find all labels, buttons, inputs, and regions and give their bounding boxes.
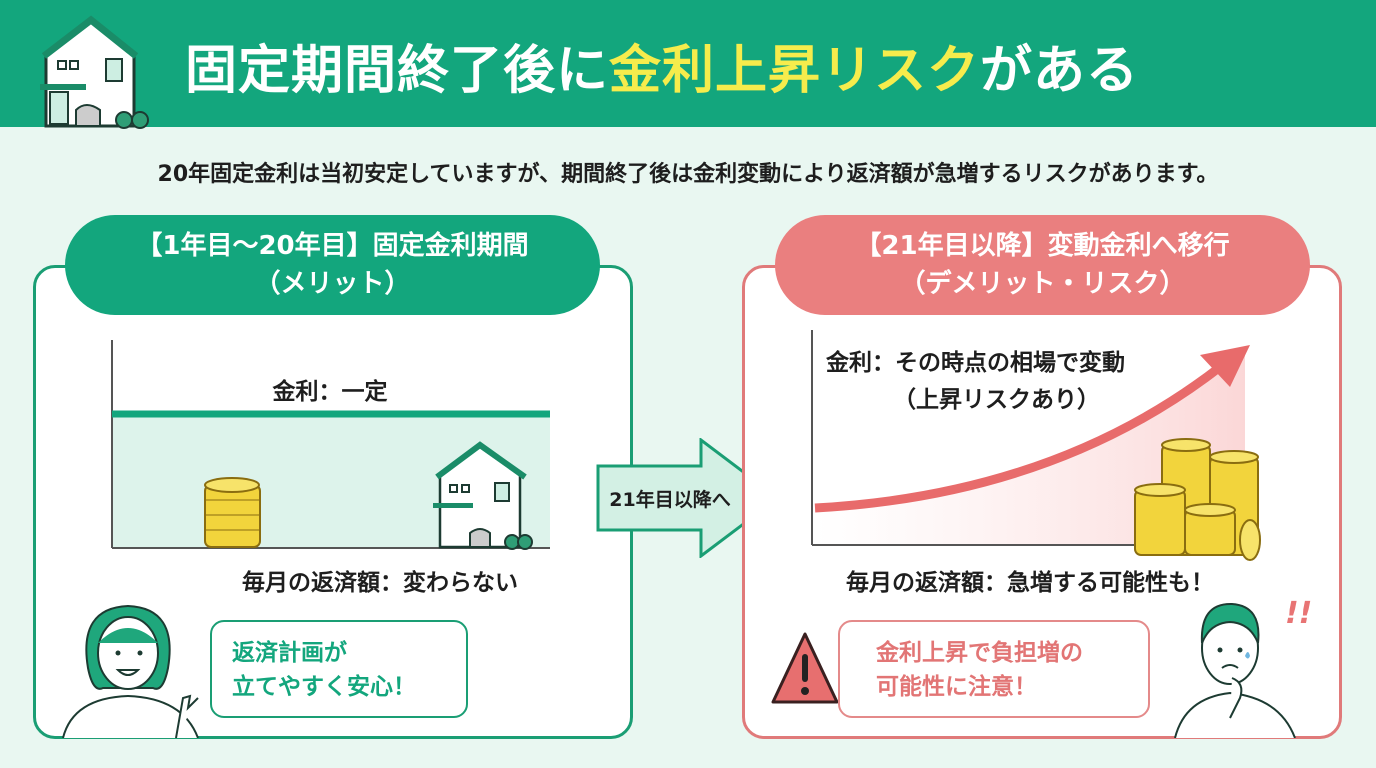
reassurance-speech-bubble: 返済計画が立てやすく安心！	[210, 620, 468, 718]
bubble-line2: 可能性に注意！	[876, 674, 1037, 700]
variable-rate-note: （上昇リスクあり）	[893, 387, 1100, 413]
pill-line1: 【1年目〜20年目】固定金利期間	[136, 231, 529, 261]
warning-triangle-icon	[771, 632, 839, 704]
bubble-line1: 金利上昇で負担増の	[876, 640, 1083, 666]
fixed-rate-chart	[111, 340, 550, 550]
large-coin-stacks-icon	[1134, 438, 1261, 561]
rising-rate-line	[814, 363, 1223, 513]
rising-arrowhead	[1200, 345, 1250, 387]
page-title: 固定期間終了後に金利上昇リスクがある	[185, 28, 1139, 103]
exclamation-marks: !!	[1285, 596, 1313, 631]
variable-rate-label: 金利：その時点の相場で変動	[826, 350, 1125, 376]
relieved-woman-illustration	[62, 604, 199, 738]
transition-label: 21年目以降へ	[609, 489, 731, 511]
subtitle: 20年固定金利は当初安定していますが、期間終了後は金利変動により返済額が急増する…	[157, 162, 1219, 187]
worried-man-illustration	[1174, 602, 1296, 738]
variable-payment-caption: 毎月の返済額：急増する可能性も！	[846, 570, 1214, 596]
pill-line1: 【21年目以降】変動金利へ移行	[855, 231, 1230, 261]
coin-stack-icon	[204, 477, 261, 548]
header-banner	[0, 0, 1376, 127]
pill-line2: （メリット）	[254, 269, 411, 299]
warning-speech-bubble: 金利上昇で負担増の可能性に注意！	[838, 620, 1150, 718]
title-highlight: 金利上昇リスク	[609, 41, 981, 101]
title-text: 固定期間終了後に	[185, 41, 610, 101]
fixed-payment-caption: 毎月の返済額：変わらない	[242, 570, 518, 596]
variable-rate-chart	[811, 330, 1261, 561]
house-icon	[40, 15, 149, 129]
fixed-rate-pill: 【1年目〜20年目】固定金利期間 （メリット）	[65, 215, 600, 315]
pill-line2: （デメリット・リスク）	[899, 269, 1186, 299]
bubble-line2: 立てやすく安心！	[232, 674, 416, 700]
variable-rate-pill: 【21年目以降】変動金利へ移行 （デメリット・リスク）	[775, 215, 1310, 315]
transition-arrow	[596, 438, 781, 558]
bubble-line1: 返済計画が	[232, 640, 347, 666]
small-house-icon	[433, 441, 533, 550]
fixed-rate-label: 金利：一定	[272, 379, 388, 405]
title-text-end: がある	[980, 41, 1140, 101]
